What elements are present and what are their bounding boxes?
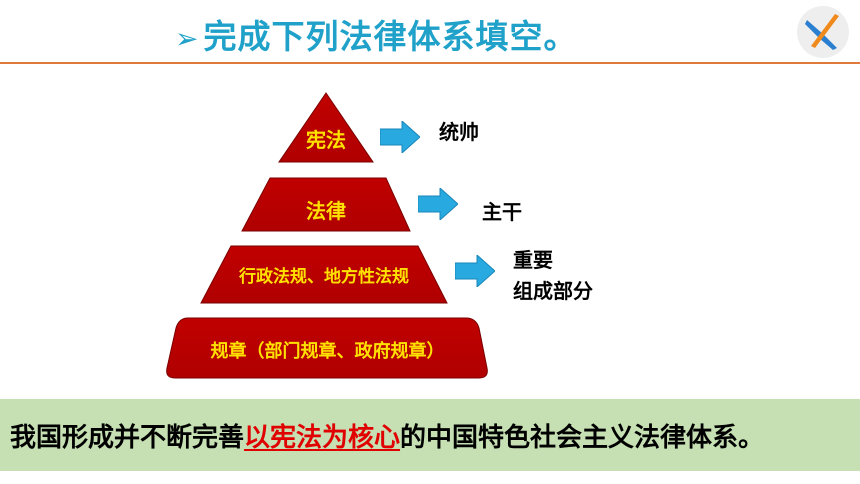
pyramid-tier-2-label: 法律 (306, 199, 346, 223)
arrow-bullet-icon: ➢ (175, 22, 200, 55)
summary-banner: 我国形成并不断完善以宪法为核心的中国特色社会主义法律体系。 (0, 399, 860, 471)
description-tier-3-line-1: 重要 (513, 248, 553, 272)
summary-before: 我国形成并不断完善 (10, 423, 245, 453)
pyramid-tier-3-label: 行政法规、地方性法规 (239, 267, 409, 287)
summary-after: 的中国特色社会主义法律体系。 (400, 423, 765, 453)
arrow-right-icon (418, 188, 458, 220)
arrow-right-icon (380, 121, 420, 153)
logo-x-icon (805, 14, 839, 50)
pyramid-tier-2-shape (241, 177, 411, 232)
summary-text: 我国形成并不断完善以宪法为核心的中国特色社会主义法律体系。 (10, 417, 764, 454)
page-title-text: 完成下列法律体系填空。 (203, 17, 578, 56)
summary-highlight: 以宪法为核心 (244, 423, 401, 453)
pyramid-tier-4-shape (166, 317, 488, 379)
description-tier-2: 主干 (482, 200, 522, 224)
description-tier-3-line-2: 组成部分 (513, 279, 593, 303)
pyramid-tier-3-shape (200, 245, 448, 304)
title-divider (0, 62, 860, 64)
legal-system-pyramid (166, 92, 488, 379)
description-tier-1: 统帅 (439, 120, 479, 144)
page-title: ➢完成下列法律体系填空。 (175, 10, 577, 58)
pyramid-tier-1-label: 宪法 (306, 128, 346, 152)
arrow-right-icon (455, 255, 495, 287)
logo (797, 6, 849, 58)
title-bar: ➢完成下列法律体系填空。 (0, 0, 860, 62)
pyramid-tier-1-shape (278, 92, 374, 163)
pyramid-tier-4-label: 规章（部门规章、政府规章） (210, 341, 445, 362)
